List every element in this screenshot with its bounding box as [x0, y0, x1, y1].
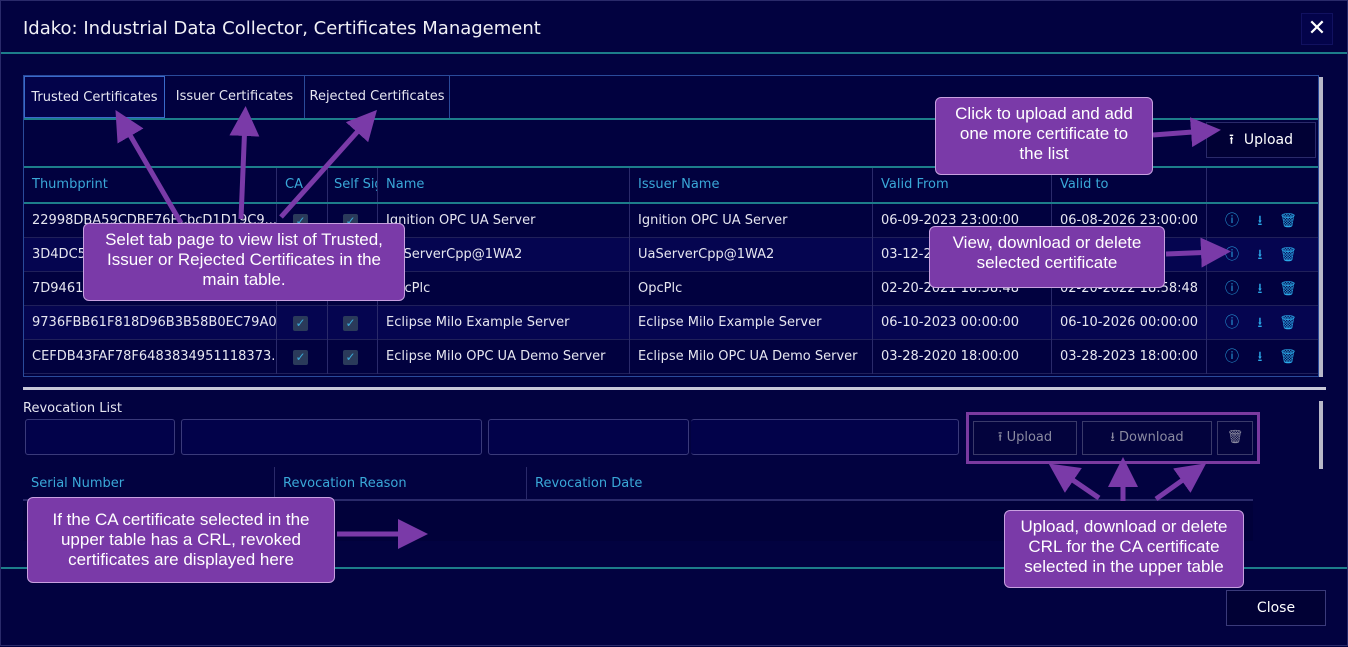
title-bar: Idako: Industrial Data Collector, Certif…	[1, 1, 1347, 54]
download-icon[interactable]: ⭳	[1257, 281, 1263, 297]
tab-rejected-certificates[interactable]: Rejected Certificates	[305, 76, 450, 118]
header-self-signed[interactable]: Self Signed	[328, 168, 378, 202]
callout-crl-list: If the CA certificate selected in the up…	[27, 497, 335, 583]
tab-issuer-certificates[interactable]: Issuer Certificates	[165, 76, 305, 118]
header-thumbprint[interactable]: Thumbprint	[24, 168, 277, 202]
tab-divider	[24, 118, 1318, 120]
info-icon[interactable]: ⓘ	[1225, 315, 1239, 331]
upload-icon: ⭱	[1229, 132, 1234, 148]
cell-ca: ✓	[277, 306, 328, 340]
tab-trusted-certificates[interactable]: Trusted Certificates	[24, 76, 165, 118]
close-button[interactable]: Close	[1226, 590, 1326, 626]
revocation-list-label: Revocation List	[23, 401, 122, 416]
trash-icon[interactable]: 🗑	[1279, 213, 1297, 229]
close-icon[interactable]: ✕	[1301, 13, 1333, 45]
header-name[interactable]: Name	[378, 168, 630, 202]
ca-checkbox[interactable]: ✓	[293, 316, 308, 331]
download-icon[interactable]: ⭳	[1257, 349, 1263, 365]
cell-name: Eclipse Milo Example Server	[378, 306, 630, 340]
callout-crl-buttons: Upload, download or delete CRL for the C…	[1004, 510, 1244, 588]
info-icon[interactable]: ⓘ	[1225, 349, 1239, 365]
certificates-toolbar: ⭱ Upload	[24, 120, 1318, 168]
download-icon: ⭳	[1110, 430, 1115, 445]
header-revocation-date[interactable]: Revocation Date	[535, 476, 643, 491]
cell-valid-to: 06-08-2026 23:00:00	[1052, 204, 1207, 238]
cell-thumbprint: 9736FBB61F818D96B3B58B0EC79A0...	[24, 306, 277, 340]
cell-name: UaServerCpp@1WA2	[378, 238, 630, 272]
cell-self-signed: ✓	[328, 340, 378, 374]
upload-certificate-button[interactable]: ⭱ Upload	[1206, 122, 1316, 158]
download-icon[interactable]: ⭳	[1257, 315, 1263, 331]
trash-icon[interactable]: 🗑	[1279, 315, 1297, 331]
self-signed-checkbox[interactable]: ✓	[343, 316, 358, 331]
revocation-field-4[interactable]	[691, 419, 959, 455]
info-icon[interactable]: ⓘ	[1225, 281, 1239, 297]
crl-download-label: Download	[1119, 430, 1184, 445]
upload-icon: ⭱	[997, 430, 1003, 445]
header-revocation-reason[interactable]: Revocation Reason	[275, 467, 527, 501]
header-valid-to[interactable]: Valid to	[1052, 168, 1207, 202]
cell-thumbprint: CEFDB43FAF78F6483834951118373...	[24, 340, 277, 374]
trash-icon[interactable]: 🗑	[1279, 349, 1297, 365]
callout-tabs: Selet tab page to view list of Trusted, …	[83, 223, 405, 301]
info-icon[interactable]: ⓘ	[1225, 213, 1239, 229]
revocation-field-1[interactable]	[25, 419, 175, 455]
footer-divider	[1, 567, 1347, 569]
cell-issuer: OpcPlc	[630, 272, 873, 306]
upload-label: Upload	[1243, 132, 1293, 148]
cell-issuer: UaServerCpp@1WA2	[630, 238, 873, 272]
cell-valid-from: 06-09-2023 23:00:00	[873, 204, 1052, 238]
callout-actions: View, download or delete selected certif…	[929, 226, 1165, 288]
header-valid-from[interactable]: Valid From	[873, 168, 1052, 202]
cell-name: Eclipse Milo OPC UA Demo Server	[378, 340, 630, 374]
window-title: Idako: Industrial Data Collector, Certif…	[23, 18, 541, 39]
trash-icon: 🗑	[1226, 430, 1244, 445]
panel-splitter[interactable]	[23, 387, 1326, 390]
self-signed-checkbox[interactable]: ✓	[343, 350, 358, 365]
revocation-scrollbar[interactable]	[1319, 401, 1323, 469]
cell-valid-to: 06-10-2026 00:00:00	[1052, 306, 1207, 340]
cell-issuer: Eclipse Milo Example Server	[630, 306, 873, 340]
crl-actions-highlight: ⭱ Upload ⭳ Download 🗑	[966, 412, 1260, 464]
table-row[interactable]: 7D94613 OpcPlc OpcPlc 02-20-2021 18:58:4…	[24, 272, 1318, 306]
cell-issuer: Eclipse Milo OPC UA Demo Server	[630, 340, 873, 374]
info-icon[interactable]: ⓘ	[1225, 247, 1239, 263]
crl-upload-button[interactable]: ⭱ Upload	[973, 421, 1077, 455]
cell-name: Ignition OPC UA Server	[378, 204, 630, 238]
revocation-table-header: Serial Number Revocation Reason Revocati…	[23, 467, 1253, 501]
revocation-field-2[interactable]	[181, 419, 482, 455]
cell-issuer: Ignition OPC UA Server	[630, 204, 873, 238]
ca-checkbox[interactable]: ✓	[293, 350, 308, 365]
trash-icon[interactable]: 🗑	[1279, 247, 1297, 263]
table-row[interactable]: CEFDB43FAF78F6483834951118373... ✓ ✓ Ecl…	[24, 340, 1318, 374]
cell-valid-from: 03-28-2020 18:00:00	[873, 340, 1052, 374]
table-scrollbar[interactable]	[1319, 77, 1323, 377]
revocation-field-3[interactable]	[488, 419, 689, 455]
table-row[interactable]: 9736FBB61F818D96B3B58B0EC79A0... ✓ ✓ Ecl…	[24, 306, 1318, 340]
cell-ca: ✓	[277, 340, 328, 374]
download-icon[interactable]: ⭳	[1257, 247, 1263, 263]
header-issuer-name[interactable]: Issuer Name	[630, 168, 873, 202]
callout-upload: Click to upload and add one more certifi…	[935, 97, 1153, 175]
crl-upload-label: Upload	[1006, 430, 1053, 445]
cell-self-signed: ✓	[328, 306, 378, 340]
crl-delete-button[interactable]: 🗑	[1217, 421, 1253, 455]
header-ca[interactable]: CA	[277, 168, 328, 202]
cell-valid-from: 06-10-2023 00:00:00	[873, 306, 1052, 340]
cell-valid-to: 03-28-2023 18:00:00	[1052, 340, 1207, 374]
header-serial-number[interactable]: Serial Number	[23, 467, 275, 501]
crl-download-button[interactable]: ⭳ Download	[1082, 421, 1212, 455]
cell-name: OpcPlc	[378, 272, 630, 306]
download-icon[interactable]: ⭳	[1257, 213, 1263, 229]
trash-icon[interactable]: 🗑	[1279, 281, 1297, 297]
